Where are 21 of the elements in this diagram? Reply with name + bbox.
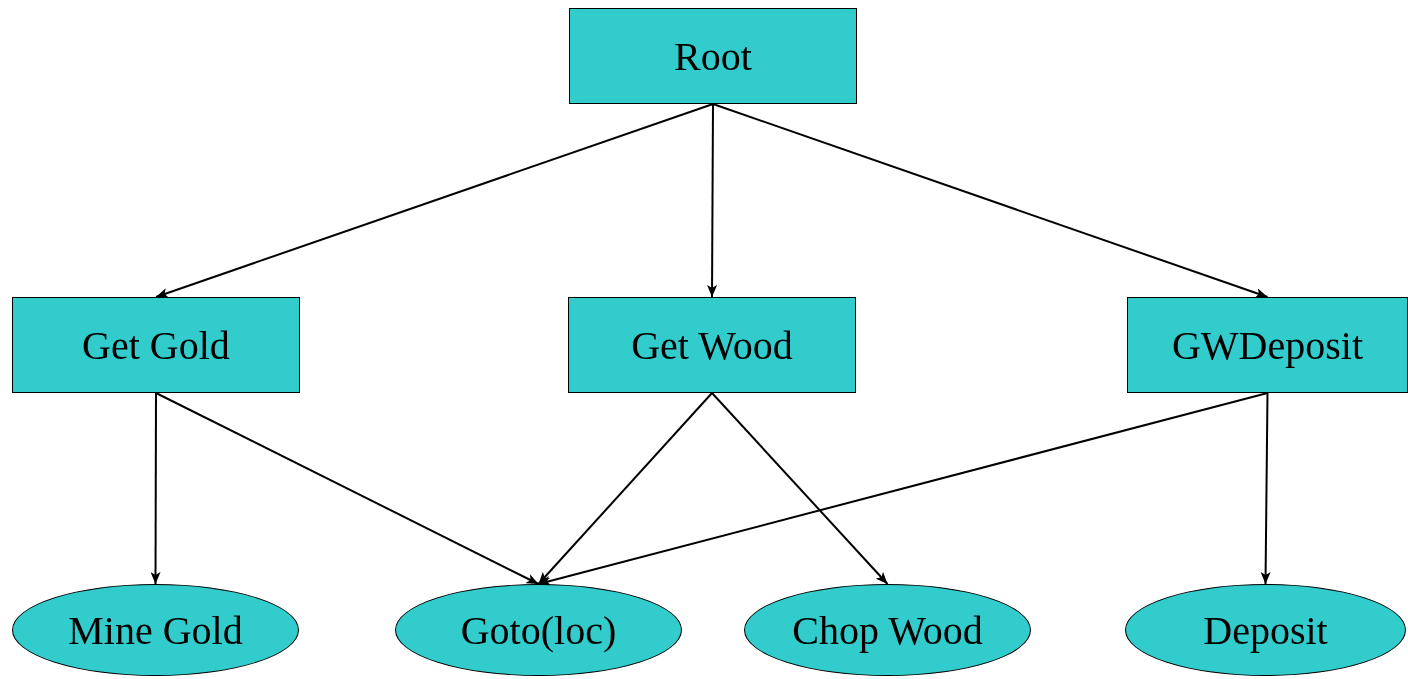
arrow	[1260, 392, 1271, 585]
arrow	[537, 392, 713, 585]
node-label: Mine Gold	[68, 606, 243, 654]
arrow	[712, 103, 1269, 298]
node-label: Root	[674, 32, 752, 80]
arrow	[155, 103, 714, 298]
node-label: GWDeposit	[1171, 321, 1364, 369]
arrow	[537, 392, 1269, 586]
task-box	[568, 297, 856, 393]
node-label: Chop Wood	[792, 606, 983, 654]
node-label: Get Gold	[82, 321, 230, 369]
arrow	[150, 392, 161, 585]
node-label: Goto(loc)	[460, 606, 617, 654]
task-box	[12, 297, 300, 393]
arrow	[711, 392, 889, 585]
node-label: Deposit	[1203, 606, 1328, 654]
task-box	[569, 8, 857, 104]
arrow	[155, 392, 540, 585]
task-box	[1127, 297, 1408, 393]
arrow	[707, 103, 718, 298]
node-label: Get Wood	[631, 321, 793, 369]
